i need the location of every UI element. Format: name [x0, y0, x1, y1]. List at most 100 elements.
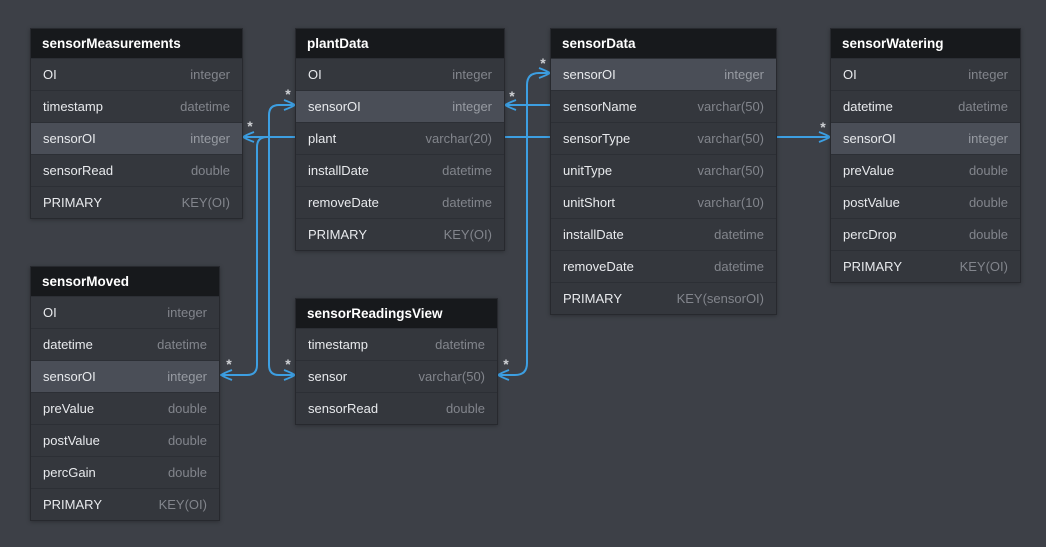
table-row[interactable]: postValue double	[831, 186, 1020, 218]
table-header[interactable]: sensorData	[551, 29, 776, 58]
table-row[interactable]: preValue double	[831, 154, 1020, 186]
crows-foot-icon	[283, 369, 297, 381]
table-sensorReadingsView[interactable]: sensorReadingsView timestamp datetime se…	[295, 298, 498, 425]
field-type: integer	[167, 369, 207, 384]
table-row[interactable]: OI integer	[31, 296, 219, 328]
field-name: sensorOI	[43, 369, 96, 384]
table-header[interactable]: sensorMeasurements	[31, 29, 242, 58]
table-row[interactable]: PRIMARY KEY(sensorOI)	[551, 282, 776, 314]
table-row[interactable]: removeDate datetime	[551, 250, 776, 282]
field-name: installDate	[308, 163, 369, 178]
field-type: datetime	[442, 163, 492, 178]
field-type: integer	[968, 131, 1008, 146]
field-name: installDate	[563, 227, 624, 242]
table-row[interactable]: percGain double	[31, 456, 219, 488]
table-header[interactable]: sensorMoved	[31, 267, 219, 296]
field-name: postValue	[43, 433, 100, 448]
table-row[interactable]: installDate datetime	[551, 218, 776, 250]
relationship-line[interactable]	[498, 72, 549, 376]
crows-foot-icon	[283, 99, 297, 111]
table-sensorMeasurements[interactable]: sensorMeasurements OI integer timestamp …	[30, 28, 243, 219]
crows-foot-icon	[503, 99, 517, 111]
table-row[interactable]: sensorOI integer	[551, 58, 776, 90]
table-row[interactable]: sensorRead double	[296, 392, 497, 424]
table-row[interactable]: sensorOI integer	[296, 90, 504, 122]
field-name: datetime	[43, 337, 93, 352]
table-row[interactable]: sensorName varchar(50)	[551, 90, 776, 122]
table-row[interactable]: sensorOI integer	[31, 360, 219, 392]
field-type: datetime	[157, 337, 207, 352]
field-name: removeDate	[308, 195, 379, 210]
table-row[interactable]: timestamp datetime	[31, 90, 242, 122]
table-row[interactable]: datetime datetime	[831, 90, 1020, 122]
table-row[interactable]: sensor varchar(50)	[296, 360, 497, 392]
table-row[interactable]: sensorOI integer	[31, 122, 242, 154]
table-row[interactable]: unitType varchar(50)	[551, 154, 776, 186]
field-name: percGain	[43, 465, 96, 480]
table-sensorData[interactable]: sensorData sensorOI integer sensorName v…	[550, 28, 777, 315]
field-name: sensorOI	[563, 67, 616, 82]
table-header[interactable]: sensorWatering	[831, 29, 1020, 58]
table-row[interactable]: preValue double	[31, 392, 219, 424]
crows-foot-icon	[219, 369, 233, 381]
field-type: integer	[167, 305, 207, 320]
table-row[interactable]: PRIMARY KEY(OI)	[296, 218, 504, 250]
field-type: double	[445, 401, 485, 416]
field-type: varchar(50)	[697, 131, 764, 146]
table-sensorWatering[interactable]: sensorWatering OI integer datetime datet…	[830, 28, 1021, 283]
field-type: KEY(sensorOI)	[676, 291, 764, 306]
table-row[interactable]: percDrop double	[831, 218, 1020, 250]
field-name: OI	[43, 67, 57, 82]
crows-foot-icon	[818, 131, 832, 143]
field-name: PRIMARY	[308, 227, 367, 242]
field-name: preValue	[43, 401, 95, 416]
table-row[interactable]: sensorRead double	[31, 154, 242, 186]
field-name: percDrop	[843, 227, 897, 242]
field-type: double	[968, 163, 1008, 178]
field-name: OI	[843, 67, 857, 82]
table-row[interactable]: OI integer	[831, 58, 1020, 90]
field-name: unitType	[563, 163, 613, 178]
table-row[interactable]: sensorType varchar(50)	[551, 122, 776, 154]
field-name: unitShort	[563, 195, 616, 210]
field-name: plant	[308, 131, 337, 146]
table-row[interactable]: removeDate datetime	[296, 186, 504, 218]
table-row[interactable]: unitShort varchar(10)	[551, 186, 776, 218]
table-sensorMoved[interactable]: sensorMoved OI integer datetime datetime…	[30, 266, 220, 521]
field-name: PRIMARY	[43, 497, 102, 512]
field-type: KEY(OI)	[959, 259, 1008, 274]
field-name: datetime	[843, 99, 893, 114]
field-type: varchar(50)	[697, 163, 764, 178]
field-name: timestamp	[43, 99, 103, 114]
table-row[interactable]: plant varchar(20)	[296, 122, 504, 154]
table-row[interactable]: OI integer	[31, 58, 242, 90]
table-row[interactable]: datetime datetime	[31, 328, 219, 360]
field-name: sensorName	[563, 99, 637, 114]
field-type: integer	[190, 131, 230, 146]
table-plantData[interactable]: plantData OI integer sensorOI integer pl…	[295, 28, 505, 251]
table-header[interactable]: plantData	[296, 29, 504, 58]
table-row[interactable]: PRIMARY KEY(OI)	[831, 250, 1020, 282]
table-row[interactable]: timestamp datetime	[296, 328, 497, 360]
field-type: datetime	[180, 99, 230, 114]
table-row[interactable]: postValue double	[31, 424, 219, 456]
table-row[interactable]: installDate datetime	[296, 154, 504, 186]
table-header[interactable]: sensorReadingsView	[296, 299, 497, 328]
table-row[interactable]: OI integer	[296, 58, 504, 90]
field-type: integer	[724, 67, 764, 82]
field-name: preValue	[843, 163, 895, 178]
field-name: sensorRead	[308, 401, 379, 416]
field-type: double	[167, 465, 207, 480]
table-row[interactable]: PRIMARY KEY(OI)	[31, 488, 219, 520]
field-name: PRIMARY	[843, 259, 902, 274]
field-name: sensorOI	[308, 99, 361, 114]
relationship-line[interactable]	[221, 136, 268, 376]
crows-foot-icon	[496, 369, 510, 381]
table-row[interactable]: PRIMARY KEY(OI)	[31, 186, 242, 218]
field-name: timestamp	[308, 337, 368, 352]
table-row[interactable]: sensorOI integer	[831, 122, 1020, 154]
field-type: integer	[452, 67, 492, 82]
field-type: varchar(50)	[418, 369, 485, 384]
relationship-line[interactable]	[268, 104, 294, 376]
